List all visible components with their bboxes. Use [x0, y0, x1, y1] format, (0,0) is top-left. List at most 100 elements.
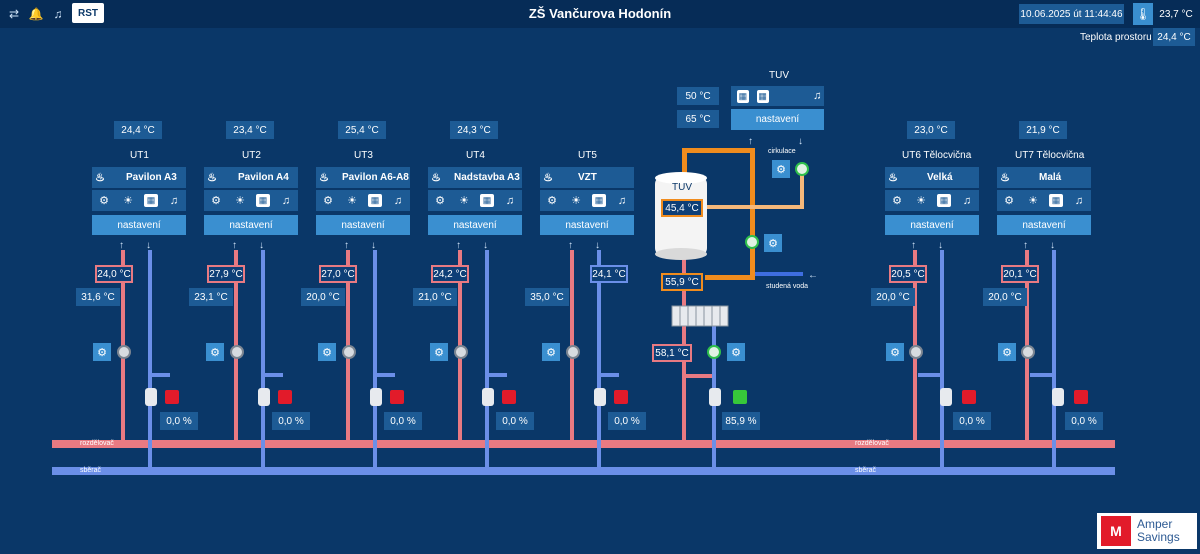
reset-button[interactable]: RST [72, 3, 104, 23]
tuv-pump-icon[interactable] [745, 235, 759, 249]
ut4-header[interactable]: ♨ Nadstavba A3 [428, 167, 522, 188]
tuv-setpoint-2[interactable]: 65 °C [677, 110, 719, 128]
ut3-pump-gear-icon[interactable]: ⚙ [318, 343, 336, 361]
ut6-pump-gear-icon[interactable]: ⚙ [886, 343, 904, 361]
hx-pump-icon[interactable] [707, 345, 721, 359]
bell-icon[interactable]: ♫ [393, 194, 403, 207]
ut5-pump-gear-icon[interactable]: ⚙ [542, 343, 560, 361]
collector-label: sběrač [80, 467, 102, 474]
ut4-side-temp: 21,0 °C [413, 288, 457, 306]
gear-icon[interactable]: ⚙ [1004, 195, 1014, 207]
ut5-name: VZT [578, 172, 597, 183]
bell-icon[interactable]: ♫ [813, 90, 822, 102]
collector-pipe [52, 467, 1115, 475]
calendar-icon[interactable]: ▦ [256, 194, 270, 207]
ut2-header[interactable]: ♨ Pavilon A4 [204, 167, 298, 188]
ut5-header[interactable]: ♨ VZT [540, 167, 634, 188]
ut2-pump-icon[interactable] [230, 345, 244, 359]
circuit-pipes-ut1 [121, 250, 170, 470]
tuv-actuator-icon[interactable] [733, 390, 747, 404]
circulation-pump-icon[interactable] [795, 162, 809, 176]
gear-icon[interactable]: ⚙ [99, 195, 109, 207]
circulation-gear-icon[interactable]: ⚙ [772, 160, 790, 178]
ut5-pump-icon[interactable] [566, 345, 580, 359]
ut7-header[interactable]: ♨ Malá [997, 167, 1091, 188]
ut3-valve-icon[interactable] [370, 388, 382, 406]
tuv-settings-button[interactable]: nastavení [731, 109, 824, 130]
ut4-pump-gear-icon[interactable]: ⚙ [430, 343, 448, 361]
tuv-setpoint-1[interactable]: 50 °C [677, 87, 719, 105]
flame-icon: ♨ [1000, 172, 1010, 184]
calendar-icon[interactable]: ▦ [756, 89, 769, 103]
ut3-settings-button[interactable]: nastavení [316, 215, 410, 235]
sun-icon[interactable]: ☀ [123, 195, 133, 207]
swap-icon[interactable]: ⇄ [8, 7, 20, 21]
sun-icon[interactable]: ☀ [571, 195, 581, 207]
calendar-icon[interactable]: ▦ [1049, 194, 1063, 207]
sun-icon[interactable]: ☀ [347, 195, 357, 207]
ut3-header[interactable]: ♨ Pavilon A6-A8 [316, 167, 410, 188]
gear-icon[interactable]: ⚙ [323, 195, 333, 207]
bell-icon[interactable]: ♫ [617, 194, 627, 207]
hx-pump-gear-icon[interactable]: ⚙ [727, 343, 745, 361]
gear-icon[interactable]: ⚙ [547, 195, 557, 207]
ut7-pump-icon[interactable] [1021, 345, 1035, 359]
bell-icon[interactable]: ♫ [1074, 194, 1084, 207]
sun-icon[interactable]: ☀ [1028, 195, 1038, 207]
ut1-valve-icon[interactable] [145, 388, 157, 406]
ut7-settings-button[interactable]: nastavení [997, 215, 1091, 235]
sun-icon[interactable]: ☀ [235, 195, 245, 207]
ut7-pump-gear-icon[interactable]: ⚙ [998, 343, 1016, 361]
gear-icon[interactable]: ⚙ [892, 195, 902, 207]
ut1-actuator-icon[interactable] [165, 390, 179, 404]
ut2-flow-temp: 27,9 °C [207, 265, 245, 283]
bell-icon[interactable]: ♫ [281, 194, 291, 207]
ut6-valve-icon[interactable] [940, 388, 952, 406]
calendar-icon[interactable]: ▦ [480, 194, 494, 207]
gear-icon[interactable]: ⚙ [211, 195, 221, 207]
ut4-actuator-icon[interactable] [502, 390, 516, 404]
ut7-valve-icon[interactable] [1052, 388, 1064, 406]
flame-icon: ♨ [95, 172, 105, 184]
ut1-header[interactable]: ♨ Pavilon A3 [92, 167, 186, 188]
ut6-settings-button[interactable]: nastavení [885, 215, 979, 235]
calendar-icon[interactable]: ▦ [368, 194, 382, 207]
thermometer-icon[interactable]: 🌡 [1133, 3, 1153, 25]
tuv-valve-icon[interactable] [709, 388, 721, 406]
ut5-actuator-icon[interactable] [614, 390, 628, 404]
ut1-pump-gear-icon[interactable]: ⚙ [93, 343, 111, 361]
calendar-icon[interactable]: ▦ [937, 194, 951, 207]
circuit-pipes-ut5 [570, 250, 619, 470]
ut6-pump-icon[interactable] [909, 345, 923, 359]
bell-icon[interactable]: ♫ [505, 194, 515, 207]
sun-icon[interactable]: ☀ [916, 195, 926, 207]
ut1-pump-icon[interactable] [117, 345, 131, 359]
ut4-settings-button[interactable]: nastavení [428, 215, 522, 235]
ut2-valve-icon[interactable] [258, 388, 270, 406]
bell-icon[interactable]: ♫ [962, 194, 972, 207]
calendar-icon[interactable]: ▦ [592, 194, 606, 207]
ut1-settings-button[interactable]: nastavení [92, 215, 186, 235]
ut7-actuator-icon[interactable] [1074, 390, 1088, 404]
ut2-settings-button[interactable]: nastavení [204, 215, 298, 235]
flame-icon: ♨ [319, 172, 329, 184]
alarm-ack-icon[interactable]: 🔔 [28, 7, 44, 21]
tuv-pump-gear-icon[interactable]: ⚙ [764, 234, 782, 252]
ut5-valve-icon[interactable] [594, 388, 606, 406]
ut2-pump-gear-icon[interactable]: ⚙ [206, 343, 224, 361]
ut3-actuator-icon[interactable] [390, 390, 404, 404]
calendar-icon[interactable]: ▦ [737, 89, 749, 103]
ut4-pump-icon[interactable] [454, 345, 468, 359]
ut6-header[interactable]: ♨ Velká [885, 167, 979, 188]
bell-icon[interactable]: ♫ [169, 194, 179, 207]
ut5-settings-button[interactable]: nastavení [540, 215, 634, 235]
sun-icon[interactable]: ☀ [459, 195, 469, 207]
bell-icon[interactable]: ♫ [53, 7, 63, 21]
ut2-actuator-icon[interactable] [278, 390, 292, 404]
ut6-actuator-icon[interactable] [962, 390, 976, 404]
ut3-pump-icon[interactable] [342, 345, 356, 359]
gear-icon[interactable]: ⚙ [435, 195, 445, 207]
ut4-valve-icon[interactable] [482, 388, 494, 406]
calendar-icon[interactable]: ▦ [144, 194, 158, 207]
distributor-pipe [52, 440, 1115, 448]
